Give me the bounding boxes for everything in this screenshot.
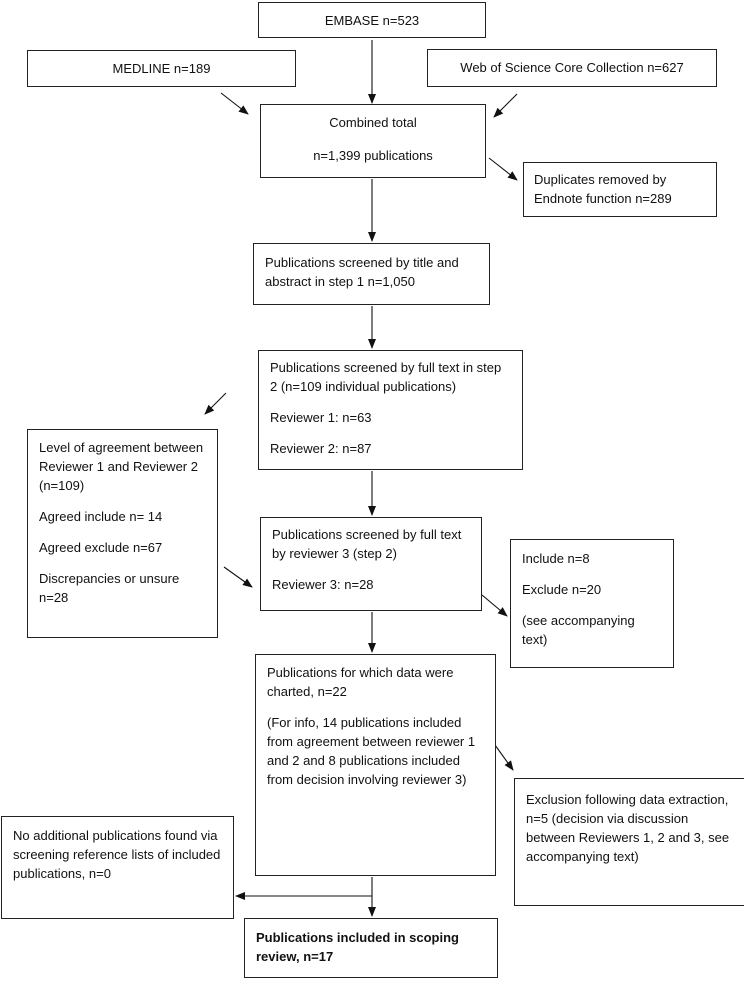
exclusion-label: Exclusion following data extraction, n=5… xyxy=(526,792,730,864)
reviewer1-count: Reviewer 1: n=63 xyxy=(270,410,372,425)
agreement-box: Level of agreement between Reviewer 1 an… xyxy=(27,429,218,638)
arrow-charted-exclusion xyxy=(494,744,514,771)
arrow-agreement-reviewer3 xyxy=(223,566,253,588)
see-text-note: (see accompanying text) xyxy=(522,613,635,647)
agreed-include: Agreed include n= 14 xyxy=(39,509,163,524)
arrow-reviewer3-outcome xyxy=(481,594,508,617)
included-box: Publications included in scoping review,… xyxy=(244,918,498,978)
embase-box: EMBASE n=523 xyxy=(258,2,486,38)
charted-title: Publications for which data were charted… xyxy=(267,665,454,699)
combined-title: Combined total xyxy=(329,115,417,130)
reviewer3-title: Publications screened by full text by re… xyxy=(272,527,462,561)
agreement-title: Level of agreement between Reviewer 1 an… xyxy=(39,440,204,493)
reviewer3-count: Reviewer 3: n=28 xyxy=(272,577,374,592)
combined-count: n=1,399 publications xyxy=(313,148,433,163)
exclude-count: Exclude n=20 xyxy=(522,582,602,597)
include-count: Include n=8 xyxy=(522,551,590,566)
combined-box: Combined total n=1,399 publications xyxy=(260,104,486,178)
exclusion-box: Exclusion following data extraction, n=5… xyxy=(514,778,744,906)
arrow-medline-combined xyxy=(220,92,249,115)
embase-label: EMBASE n=523 xyxy=(324,13,420,28)
charted-info: (For info, 14 publications included from… xyxy=(267,715,476,787)
charted-box: Publications for which data were charted… xyxy=(255,654,496,876)
title-abstract-label: Publications screened by title and abstr… xyxy=(265,255,459,289)
arrow-fulltext-agreement xyxy=(204,392,227,415)
medline-label: MEDLINE n=189 xyxy=(112,61,211,76)
discrepancies: Discrepancies or unsure n=28 xyxy=(39,571,180,605)
reference-lists-box: No additional publications found via scr… xyxy=(1,816,234,919)
duplicates-label: Duplicates removed by Endnote function n… xyxy=(534,172,672,206)
full-text-title: Publications screened by full text in st… xyxy=(270,360,502,394)
wos-label: Web of Science Core Collection n=627 xyxy=(460,60,684,75)
reviewer3-box: Publications screened by full text by re… xyxy=(260,517,482,611)
duplicates-box: Duplicates removed by Endnote function n… xyxy=(523,162,717,217)
agreed-exclude: Agreed exclude n=67 xyxy=(39,540,163,555)
arrow-combined-duplicates xyxy=(488,157,518,181)
title-abstract-box: Publications screened by title and abstr… xyxy=(253,243,490,305)
wos-box: Web of Science Core Collection n=627 xyxy=(427,49,717,87)
arrow-wos-combined xyxy=(493,93,518,118)
full-text-box: Publications screened by full text in st… xyxy=(258,350,523,470)
reviewer3-outcome-box: Include n=8 Exclude n=20 (see accompanyi… xyxy=(510,539,674,668)
medline-box: MEDLINE n=189 xyxy=(27,50,296,87)
reviewer2-count: Reviewer 2: n=87 xyxy=(270,441,372,456)
included-label: Publications included in scoping review,… xyxy=(256,930,459,964)
reference-lists-label: No additional publications found via scr… xyxy=(13,828,221,881)
